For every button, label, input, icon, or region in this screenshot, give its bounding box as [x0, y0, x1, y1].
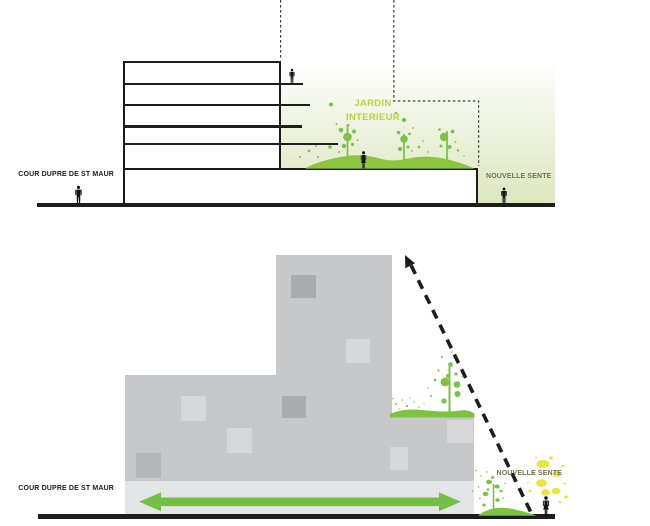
path-label-top: NOUVELLE SENTE — [486, 172, 552, 180]
window — [227, 428, 252, 453]
building-wing-mass — [125, 375, 392, 481]
window — [447, 420, 473, 443]
floor-slab-line — [125, 142, 338, 146]
floor-slab-line — [125, 82, 303, 86]
window — [136, 453, 161, 478]
window — [181, 396, 206, 421]
window — [390, 447, 408, 470]
garden-label-line1: JARDIN — [354, 97, 392, 109]
window — [291, 275, 316, 298]
garden-label: JARDIN INTERIEUR — [339, 97, 407, 125]
person-figure-path — [542, 496, 550, 516]
ground-line-top — [37, 202, 555, 207]
roof-garden-tree — [427, 351, 463, 412]
building-section-outline — [123, 61, 281, 168]
window — [346, 339, 370, 363]
yellow-tree — [527, 456, 568, 504]
street-label-top: COUR DUPRE DE ST MAUR — [18, 170, 114, 178]
floor-slab-line — [125, 125, 302, 128]
path-label-bottom: NOUVELLE SENTE — [496, 469, 562, 477]
person-figure-street — [75, 185, 82, 204]
window — [282, 396, 306, 418]
garden-label-line2: INTERIEUR — [346, 111, 400, 123]
building-tower-mass — [276, 254, 392, 376]
roof-garden-speckles — [392, 397, 425, 410]
floor-slab-line — [125, 103, 310, 107]
ground-line-bottom — [38, 514, 555, 519]
ground-floor-strip — [125, 481, 474, 514]
podium-section-outline — [123, 168, 478, 206]
street-label-bottom: COUR DUPRE DE ST MAUR — [18, 484, 114, 492]
